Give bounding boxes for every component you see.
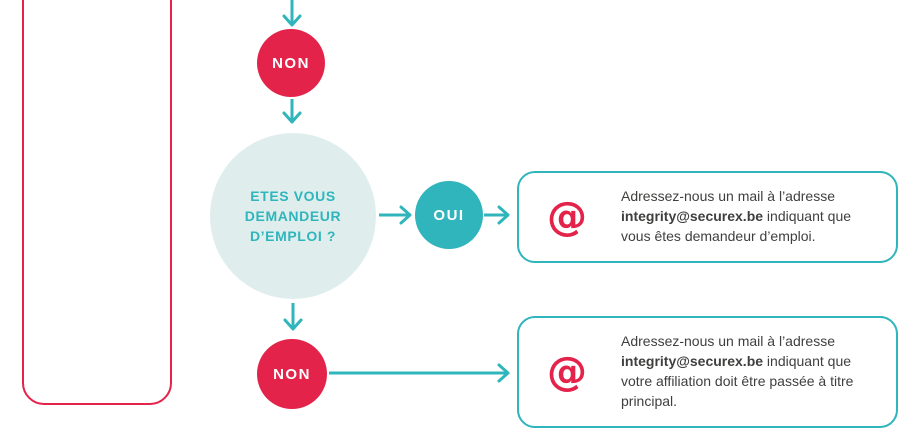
- mail-box-oui-prefix: Adressez-nous un mail à l’adresse: [621, 188, 835, 205]
- mail-box-non-text: Adressez-nous un mail à l’adresse integr…: [621, 332, 882, 412]
- non-node-top: NON: [257, 29, 325, 97]
- arrow-non-bottom-to-mail-box: [329, 362, 515, 384]
- arrow-question-to-oui: [379, 204, 416, 226]
- mail-box-non-suffix: indiquant que votre affiliation doit êtr…: [621, 353, 854, 409]
- oui-node: OUI: [415, 181, 483, 249]
- question-text: ETES VOUS DEMANDEUR D’EMPLOI ?: [245, 186, 341, 247]
- arrow-non-top-to-question: [281, 99, 303, 128]
- mail-box-oui-suffix: indiquant que vous êtes demandeur d’empl…: [621, 208, 852, 244]
- mail-box-non-prefix: Adressez-nous un mail à l’adresse: [621, 333, 835, 350]
- at-icon: @: [547, 349, 587, 395]
- mail-box-oui: @ Adressez-nous un mail à l’adresse inte…: [517, 171, 898, 263]
- mail-box-non-email: integrity@securex.be: [621, 353, 764, 370]
- question-line-1: ETES VOUS: [250, 187, 336, 204]
- question-line-3: D’EMPLOI ?: [249, 228, 337, 245]
- at-icon: @: [547, 194, 587, 240]
- oui-label: OUI: [433, 206, 465, 224]
- left-outline-box: [22, 0, 172, 405]
- mail-box-oui-email: integrity@securex.be: [621, 208, 764, 225]
- arrow-oui-to-mail-box: [484, 204, 514, 226]
- non-node-bottom: NON: [257, 339, 327, 409]
- mail-box-non: @ Adressez-nous un mail à l’adresse inte…: [517, 316, 898, 428]
- arrow-question-to-non-bottom: [282, 303, 304, 335]
- mail-box-oui-text: Adressez-nous un mail à l’adresse integr…: [621, 187, 882, 247]
- non-bottom-label: NON: [273, 365, 311, 383]
- arrow-into-non-top: [281, 0, 303, 30]
- non-top-label: NON: [272, 54, 310, 72]
- question-line-2: DEMANDEUR: [244, 207, 342, 224]
- question-node: ETES VOUS DEMANDEUR D’EMPLOI ?: [210, 133, 376, 299]
